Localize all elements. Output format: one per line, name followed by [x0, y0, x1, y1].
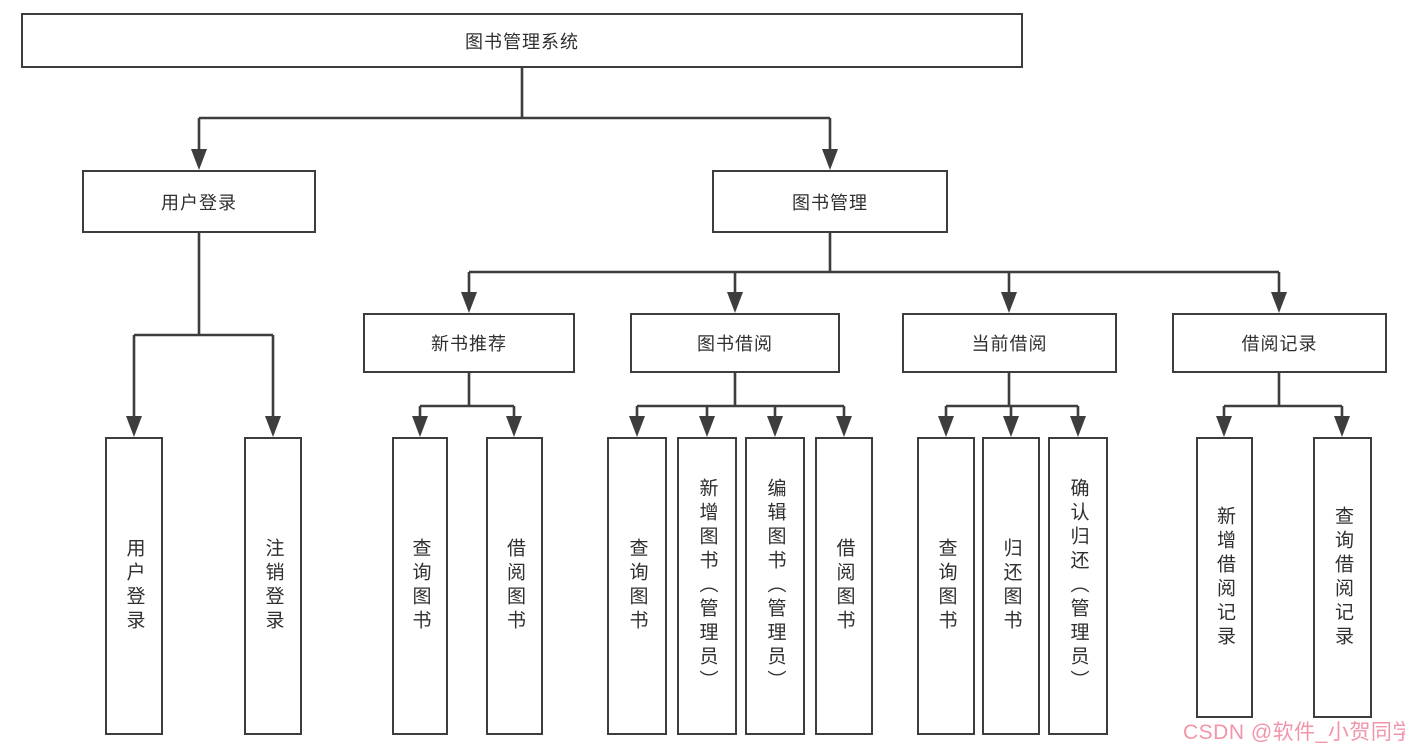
leaf-current-return-books: 归还图书 [982, 437, 1040, 735]
node-user-login: 用户登录 [82, 170, 316, 233]
node-library-system: 图书管理系统 [21, 13, 1023, 68]
leaf-records-query-borrow-record: 查询借阅记录 [1313, 437, 1372, 718]
node-book-borrowing: 图书借阅 [630, 313, 840, 373]
node-book-management: 图书管理 [712, 170, 948, 233]
leaf-borrowing-borrow-books: 借阅图书 [815, 437, 873, 735]
leaf-logout: 注销登录 [244, 437, 302, 735]
leaf-current-confirm-return-admin: 确认归还（管理员） [1048, 437, 1108, 735]
leaf-records-add-borrow-record: 新增借阅记录 [1196, 437, 1253, 718]
node-current-borrowing: 当前借阅 [902, 313, 1117, 373]
csdn-watermark: CSDN @软件_小贺同学 [1183, 721, 1405, 744]
leaf-borrowing-query-books: 查询图书 [607, 437, 667, 735]
leaf-borrowing-add-books-admin: 新增图书（管理员） [677, 437, 737, 735]
node-borrow-records: 借阅记录 [1172, 313, 1387, 373]
leaf-recommend-query-books: 查询图书 [392, 437, 448, 735]
leaf-borrowing-edit-books-admin: 编辑图书（管理员） [745, 437, 805, 735]
leaf-recommend-borrow-books: 借阅图书 [486, 437, 543, 735]
leaf-current-query-books: 查询图书 [917, 437, 975, 735]
leaf-user-login: 用户登录 [105, 437, 163, 735]
node-new-book-recommend: 新书推荐 [363, 313, 575, 373]
